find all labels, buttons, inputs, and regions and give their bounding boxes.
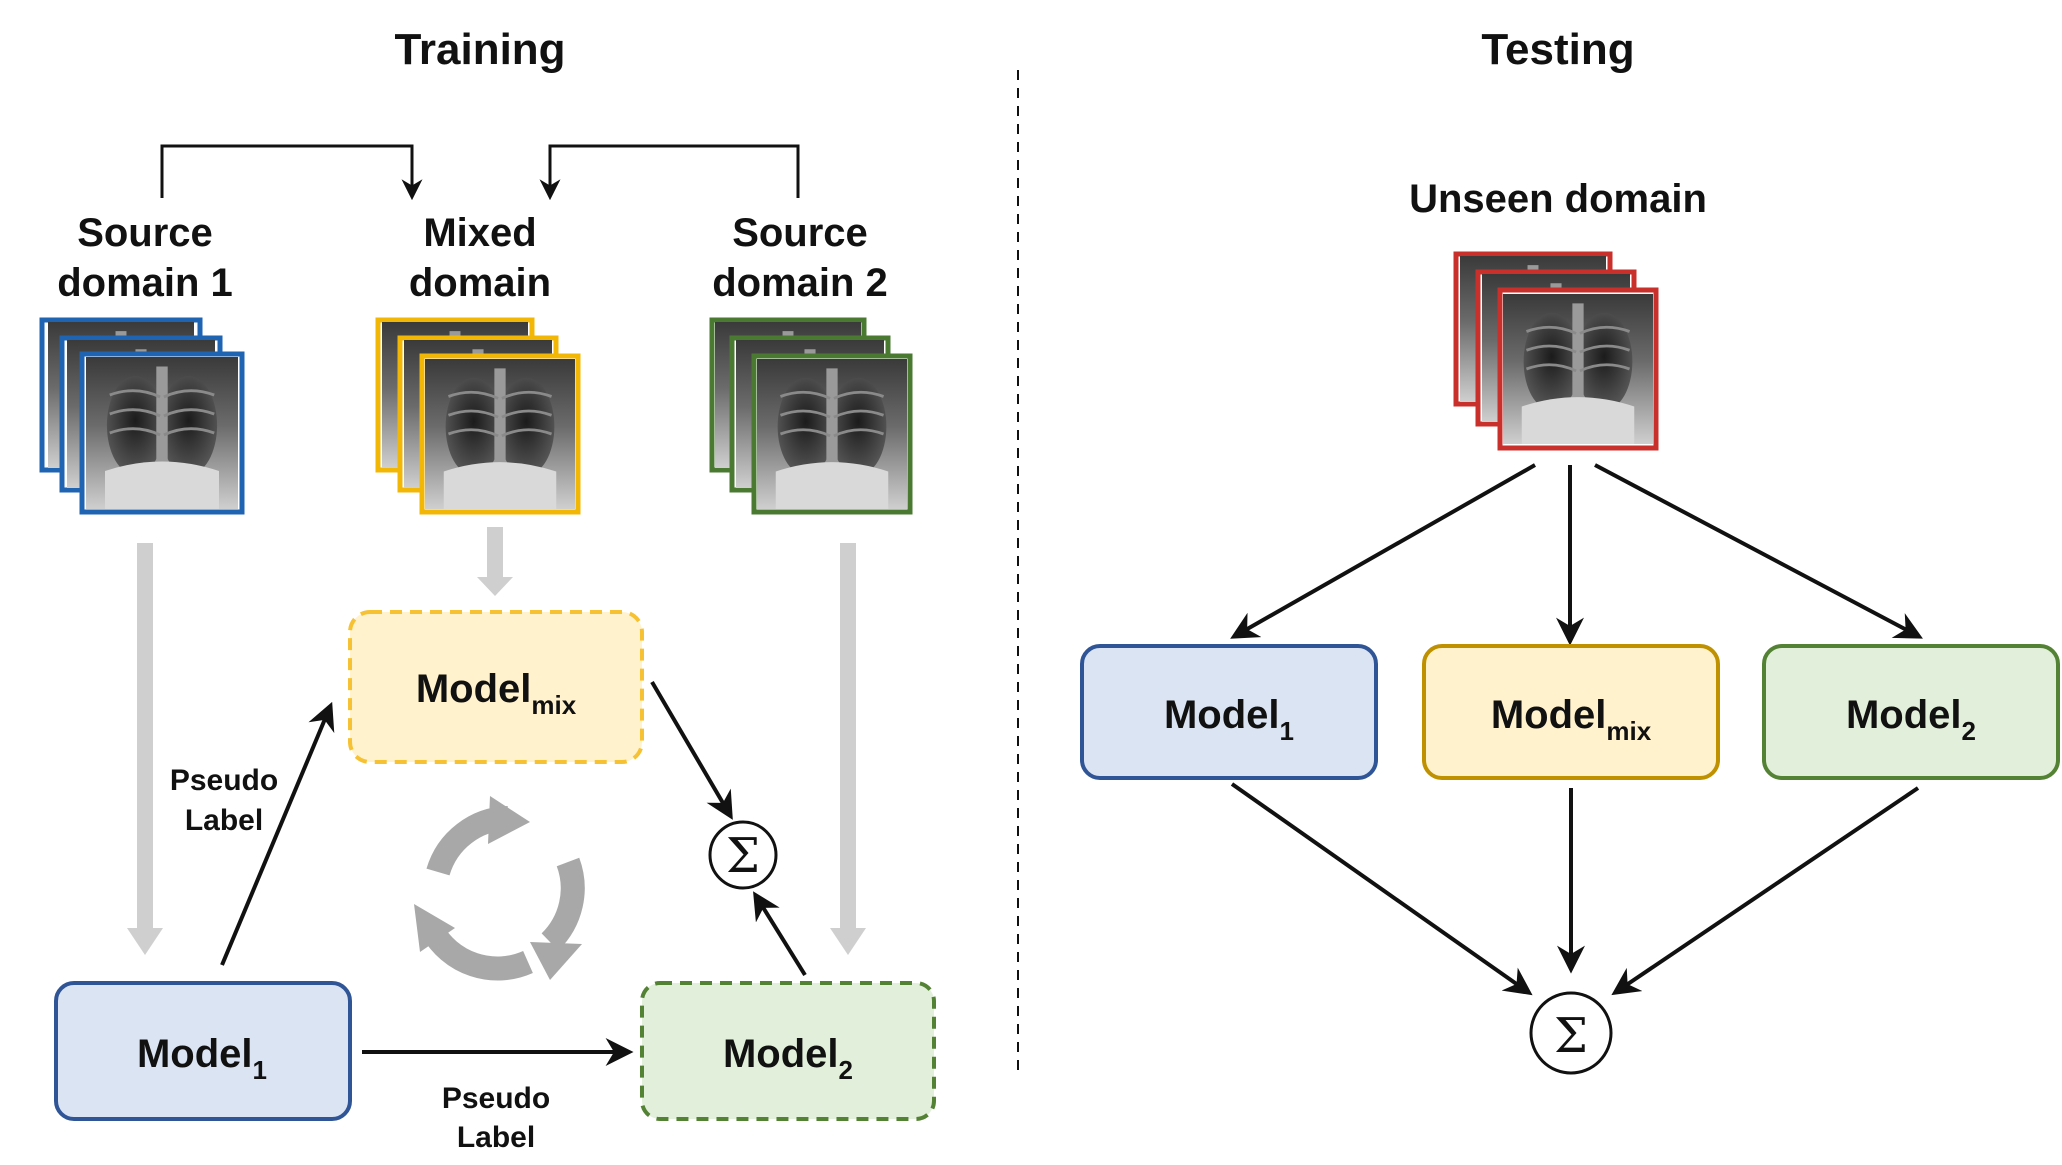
training-model-mix-sub: mix bbox=[531, 690, 576, 720]
source2-label-line1: Source bbox=[732, 211, 868, 255]
pseudo-label-left-line2: Label bbox=[185, 804, 263, 837]
training-model-1-sub: 1 bbox=[253, 1055, 267, 1085]
unseen-image-stack bbox=[1453, 251, 1659, 451]
source2-to-mixed-connector bbox=[539, 144, 800, 201]
testing-model-2-box: Model2 bbox=[1762, 644, 2060, 780]
testing-model-2-sub: 2 bbox=[1962, 716, 1976, 746]
gray-arrow-source2 bbox=[830, 543, 866, 955]
model2-to-sum-arrow bbox=[753, 891, 807, 977]
testing-model-mix-base: Model bbox=[1491, 693, 1607, 737]
pseudo-label-left-line1: Pseudo bbox=[170, 764, 278, 797]
testing-model-1-base: Model bbox=[1164, 693, 1280, 737]
cycle-arrowheads bbox=[414, 796, 582, 980]
testing-model-mix-box: Modelmix bbox=[1422, 644, 1720, 780]
unseen-domain-label: Unseen domain bbox=[1409, 177, 1707, 221]
svg-text:Modelmix: Modelmix bbox=[1491, 693, 1652, 746]
training-model-mix-base: Model bbox=[416, 667, 532, 711]
training-model-2-base: Model bbox=[723, 1032, 839, 1076]
svg-text:Model1: Model1 bbox=[1164, 693, 1294, 746]
svg-text:Model2: Model2 bbox=[1846, 693, 1976, 746]
model1-to-modelmix-arrow bbox=[220, 701, 335, 966]
testing-model-mix-sub: mix bbox=[1606, 716, 1651, 746]
training-sum-node: Σ bbox=[708, 820, 778, 890]
gray-arrow-source1 bbox=[127, 543, 163, 955]
svg-text:Model1: Model1 bbox=[137, 1032, 267, 1085]
model1-to-sum-test-arrow bbox=[1230, 782, 1533, 996]
training-title: Training bbox=[394, 25, 565, 74]
testing-model-2-base: Model bbox=[1846, 693, 1962, 737]
source2-image-stack bbox=[709, 317, 913, 515]
svg-text:Model2: Model2 bbox=[723, 1032, 853, 1085]
unseen-to-model1-arrow bbox=[1230, 463, 1536, 639]
source2-label-line2: domain 2 bbox=[712, 261, 888, 305]
source1-label-line1: Source bbox=[77, 211, 213, 255]
training-model-1-box: Model1 bbox=[54, 981, 352, 1121]
source1-to-mixed-connector bbox=[160, 144, 423, 201]
svg-text:Modelmix: Modelmix bbox=[416, 667, 577, 720]
testing-sum-node: Σ bbox=[1529, 991, 1613, 1075]
testing-model-1-sub: 1 bbox=[1280, 716, 1294, 746]
gray-arrow-mixed bbox=[477, 527, 513, 596]
modelmix-to-sum-arrow bbox=[650, 680, 733, 820]
mixed-image-stack bbox=[375, 317, 581, 515]
testing-title: Testing bbox=[1481, 25, 1634, 74]
mixed-label-line1: Mixed bbox=[423, 211, 536, 255]
source1-label-line2: domain 1 bbox=[57, 261, 233, 305]
training-model-mix-box: Modelmix bbox=[348, 610, 644, 764]
model2-to-sum-test-arrow bbox=[1611, 786, 1920, 996]
training-model-1-base: Model bbox=[137, 1032, 253, 1076]
testing-model-1-box: Model1 bbox=[1080, 644, 1378, 780]
mixed-label-line2: domain bbox=[409, 261, 551, 305]
pseudo-label-bottom-line2: Label bbox=[457, 1121, 535, 1154]
unseen-to-model2-arrow bbox=[1594, 463, 1923, 639]
testing-sigma-symbol: Σ bbox=[1554, 1008, 1588, 1064]
training-model-2-sub: 2 bbox=[839, 1055, 853, 1085]
training-model-2-box: Model2 bbox=[640, 981, 936, 1121]
training-sigma-symbol: Σ bbox=[726, 828, 760, 884]
pseudo-label-bottom-line1: Pseudo bbox=[442, 1082, 550, 1115]
source1-image-stack bbox=[39, 317, 245, 515]
